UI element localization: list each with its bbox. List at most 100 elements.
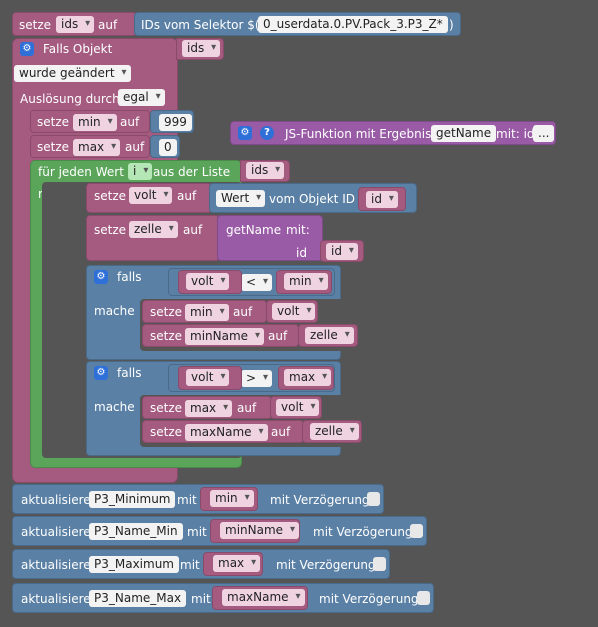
update-target-input[interactable]: P3_Name_Max xyxy=(89,590,187,607)
volt-value-dropdown[interactable]: volt xyxy=(272,303,316,320)
delay-label: mit Verzögerung xyxy=(270,493,370,507)
auf-label: auf xyxy=(177,189,197,203)
mit-label: mit xyxy=(187,525,207,539)
update-value-dropdown[interactable]: min xyxy=(210,490,254,507)
max-operand-dropdown[interactable]: max xyxy=(284,369,332,386)
mache-label: mache xyxy=(94,400,135,414)
ausloesung-label: Auslösung durch xyxy=(20,92,120,106)
update-block[interactable]: aktualisiere P3_Minimum mit mit Verzöger… xyxy=(12,484,384,514)
setze-label: setze xyxy=(150,329,183,343)
volt-operand-dropdown[interactable]: volt xyxy=(186,273,230,290)
auf-label: auf xyxy=(237,401,257,415)
maxname-var-dropdown[interactable]: maxName xyxy=(185,424,268,441)
delay-checkbox[interactable] xyxy=(417,591,430,605)
setze-label: setze xyxy=(19,18,52,32)
function-name-label: getName xyxy=(226,223,282,237)
function-name-input[interactable]: getName xyxy=(431,125,497,142)
selector-input[interactable]: 0_userdata.0.PV.Pack_3.P3_Z* xyxy=(258,16,448,33)
update-target-input[interactable]: P3_Name_Min xyxy=(89,523,183,540)
falls-label: falls xyxy=(117,366,142,380)
trigger-ids-dropdown[interactable]: ids xyxy=(182,40,221,57)
zelle-value-dropdown[interactable]: zelle xyxy=(310,423,359,440)
set-maxname-block[interactable]: setze maxName auf xyxy=(142,420,304,443)
mit-label: mit xyxy=(191,592,211,606)
set-max-volt-block[interactable]: setze max auf xyxy=(142,396,272,419)
set-max-block[interactable]: setze max auf xyxy=(30,135,150,158)
of-object-label: vom Objekt ID xyxy=(269,192,355,206)
min-var-dropdown[interactable]: min xyxy=(185,304,229,321)
min-number-input[interactable]: 999 xyxy=(159,114,192,131)
selector-close-label: ) xyxy=(449,18,454,32)
volt-operand-dropdown[interactable]: volt xyxy=(186,369,230,386)
call-getname-block[interactable]: getName mit: id xyxy=(217,215,323,261)
set-min-volt-block[interactable]: setze min auf xyxy=(142,300,267,323)
delay-checkbox[interactable] xyxy=(367,492,380,506)
value-prop-dropdown[interactable]: Wert xyxy=(216,190,266,207)
js-function-label: JS-Funktion mit Ergebnis xyxy=(285,127,432,141)
function-more-button[interactable]: ... xyxy=(533,125,555,142)
update-value-dropdown[interactable]: maxName xyxy=(222,589,305,606)
arg-id-dropdown[interactable]: id xyxy=(326,243,358,260)
loop-var-dropdown[interactable]: i xyxy=(128,163,153,180)
set-min-block[interactable]: setze min auf xyxy=(30,110,150,133)
gear-icon[interactable]: ⚙ xyxy=(94,366,108,380)
delay-checkbox[interactable] xyxy=(410,524,423,538)
setze-label: setze xyxy=(150,401,183,415)
delay-checkbox[interactable] xyxy=(373,557,386,571)
set-volt-block[interactable]: setze volt auf xyxy=(86,183,212,213)
min-var-dropdown[interactable]: min xyxy=(73,114,117,131)
delay-label: mit Verzögerung xyxy=(313,525,413,539)
ids-var-dropdown[interactable]: ids xyxy=(56,16,95,33)
update-value-dropdown[interactable]: minName xyxy=(220,522,300,539)
gear-icon[interactable]: ⚙ xyxy=(238,126,252,140)
changed-dropdown[interactable]: wurde geändert xyxy=(14,65,131,82)
max-number-input[interactable]: 0 xyxy=(159,139,177,156)
delay-label: mit Verzögerung xyxy=(319,592,419,606)
loop-list-dropdown[interactable]: ids xyxy=(246,162,285,179)
zelle-var-dropdown[interactable]: zelle xyxy=(129,221,178,238)
auf-label: auf xyxy=(183,223,203,237)
object-id-dropdown[interactable]: id xyxy=(366,191,398,208)
gt-operator-dropdown[interactable]: > xyxy=(241,370,273,387)
gear-icon[interactable]: ⚙ xyxy=(20,42,34,56)
update-label: aktualisiere xyxy=(21,525,91,539)
setze-label: setze xyxy=(150,425,183,439)
update-target-input[interactable]: P3_Minimum xyxy=(89,491,176,508)
mache-label: mache xyxy=(94,304,135,318)
zelle-value-dropdown[interactable]: zelle xyxy=(305,327,354,344)
volt-value-dropdown[interactable]: volt xyxy=(276,399,320,416)
update-label: aktualisiere xyxy=(21,558,91,572)
min-operand-dropdown[interactable]: min xyxy=(284,273,328,290)
update-block[interactable]: aktualisiere P3_Maximum mit mit Verzöger… xyxy=(12,549,390,579)
auf-label: auf xyxy=(268,329,288,343)
selector-label: IDs vom Selektor $( xyxy=(141,18,260,32)
from-list-label: aus der Liste xyxy=(153,165,231,179)
auf-label: auf xyxy=(125,140,145,154)
setze-label: setze xyxy=(37,140,70,154)
set-minname-block[interactable]: setze minName auf xyxy=(142,324,299,347)
lt-operator-dropdown[interactable]: < xyxy=(241,274,273,291)
help-icon[interactable]: ? xyxy=(260,126,274,140)
selector-block[interactable]: IDs vom Selektor $( 0_userdata.0.PV.Pack… xyxy=(134,12,461,36)
max-var-dropdown[interactable]: max xyxy=(73,139,121,156)
update-value-dropdown[interactable]: max xyxy=(213,555,261,572)
volt-var-dropdown[interactable]: volt xyxy=(129,187,173,204)
setze-label: setze xyxy=(94,189,127,203)
set-zelle-block[interactable]: setze zelle auf xyxy=(86,215,220,261)
setze-label: setze xyxy=(37,115,70,129)
mit-label: mit xyxy=(177,493,197,507)
update-label: aktualisiere xyxy=(21,493,91,507)
set-ids-block[interactable]: setze ids auf xyxy=(12,12,137,36)
gear-icon[interactable]: ⚙ xyxy=(94,270,108,284)
max-number-block: 0 xyxy=(150,135,180,158)
minname-var-dropdown[interactable]: minName xyxy=(185,328,265,345)
max-var-dropdown[interactable]: max xyxy=(185,400,233,417)
mit-label: mit: xyxy=(286,223,310,237)
setze-label: setze xyxy=(94,223,127,237)
update-target-input[interactable]: P3_Maximum xyxy=(89,556,179,573)
ausloesung-dropdown[interactable]: egal xyxy=(118,89,165,106)
js-function-block[interactable]: ⚙ ? JS-Funktion mit Ergebnis getName mit… xyxy=(230,121,556,145)
param-label: id xyxy=(296,246,307,260)
mit-label: mit xyxy=(180,558,200,572)
auf-label: auf xyxy=(98,18,118,32)
